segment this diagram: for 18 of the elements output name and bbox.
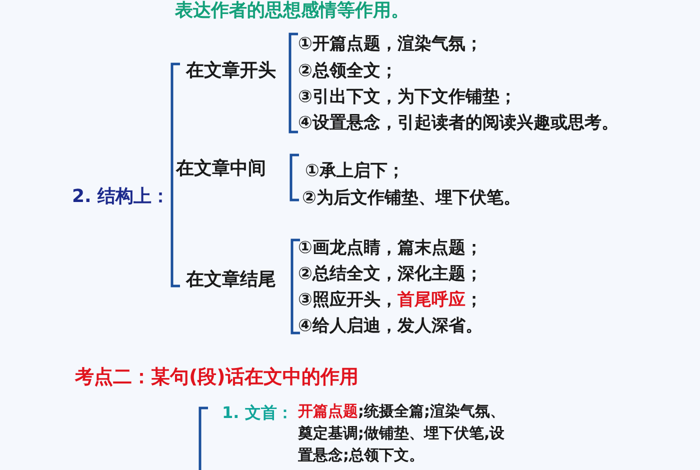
list-item: ②总结全文，深化主题； [298,263,482,285]
list-item: ②为后文作铺垫、埋下伏笔。 [302,187,520,209]
list-item: ①画龙点睛，篇末点题； [298,237,482,259]
section-heading: 在文章中间 [176,158,266,180]
list-item: ①承上启下； [305,160,404,182]
list-item: ③照应开头，首尾呼应； [298,289,482,311]
list-item: ①开篇点题，渲染气氛； [298,33,482,55]
paragraph-text: 开篇点题;统摄全篇;渲染气氛、奠定基调;做铺垫、埋下伏笔,设置悬念;总领下文。 [298,401,506,466]
note-text: 表达作者的思想感情等作用。 [175,0,409,22]
list-item: ④给人启迪，发人深省。 [298,315,482,337]
list-item: ③引出下文，为下文作铺垫； [298,86,516,108]
list-item: ②总领全文； [298,60,398,82]
section-title: 考点二：某句(段)话在文中的作用 [75,366,358,388]
section-heading: 在文章开头 [186,60,276,82]
section-heading: 在文章结尾 [186,269,276,291]
list-item: ④设置悬念，引起读者的阅读兴趣或思考。 [298,112,618,134]
category-label: 2. 结构上： [72,186,170,208]
list-heading: 1. 文首： [222,402,293,424]
